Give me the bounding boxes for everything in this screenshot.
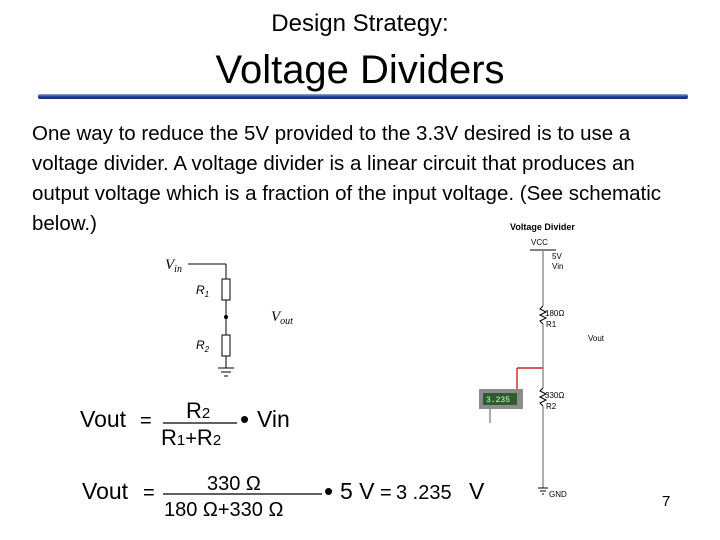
- vin-label: Vin: [165, 257, 182, 275]
- formula2-unit: V: [469, 478, 485, 504]
- formula2-result: 3 .235: [396, 482, 452, 504]
- r1-resistor: [221, 278, 231, 301]
- supply-voltage: 5V: [552, 252, 562, 261]
- formula2-equals: =: [143, 482, 155, 504]
- formula1-denominator: R1+R2: [161, 425, 221, 450]
- r1-label: R1: [196, 283, 209, 299]
- sim-vout-label: Vout: [588, 334, 605, 343]
- r2-value: 330Ω: [545, 391, 564, 400]
- r2-resistor: [221, 334, 231, 357]
- r2-label: R2: [196, 338, 210, 354]
- formula2-lhs: Vout: [82, 478, 129, 504]
- voltmeter-body: [479, 389, 523, 409]
- sim-r1-resistor: [538, 305, 548, 325]
- supply-name: Vin: [552, 262, 563, 271]
- r1-name: R1: [546, 320, 557, 329]
- formula2-numerator: 330 Ω: [207, 473, 261, 495]
- formula1-lhs: Vout: [80, 406, 127, 432]
- formula2-equals-2: =: [380, 482, 392, 504]
- vcc-label: VCC: [531, 238, 548, 247]
- formula2-supply: 5 V: [340, 478, 375, 504]
- voltmeter-reading: 3.235: [486, 396, 510, 405]
- sim-r2-resistor: [538, 387, 548, 407]
- slide-subtitle: Design Strategy:: [271, 10, 449, 37]
- r2-name: R2: [546, 402, 557, 411]
- formula1-multiply-dot: •: [240, 404, 249, 434]
- formula2-multiply-dot: •: [324, 476, 333, 506]
- formula1-rhs: Vin: [257, 406, 290, 432]
- formula1-numerator: R2: [186, 398, 210, 423]
- vout-label: Vout: [271, 309, 293, 327]
- vout-node: [224, 315, 228, 319]
- formula1-equals: =: [140, 410, 152, 432]
- title-underline: [38, 94, 688, 99]
- r1-value: 180Ω: [545, 309, 564, 318]
- page-number: 7: [662, 493, 671, 510]
- voltmeter-display: [483, 393, 517, 405]
- slide-title: Voltage Dividers: [215, 48, 505, 92]
- formula2-denominator: 180 Ω+330 Ω: [164, 499, 283, 521]
- body-paragraph: One way to reduce the 5V provided to the…: [32, 122, 662, 235]
- gnd-label: GND: [549, 490, 567, 499]
